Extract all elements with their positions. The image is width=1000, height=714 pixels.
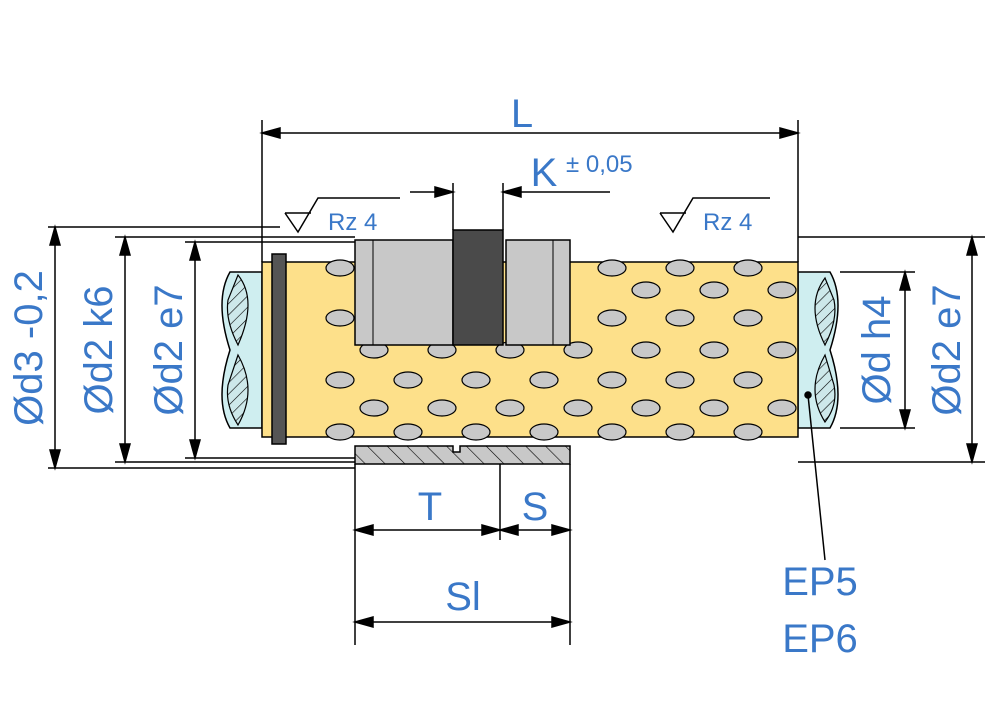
label-K: K (531, 151, 558, 195)
ball (767, 399, 797, 417)
shaft-right (797, 271, 839, 429)
label-L: L (511, 92, 533, 136)
ball (597, 371, 627, 389)
ball (529, 371, 559, 389)
ball (427, 399, 457, 417)
ball (325, 371, 355, 389)
label-Sl: Sl (445, 575, 481, 619)
ball (529, 423, 559, 441)
retaining-ring-left (271, 253, 287, 445)
label-d3: Ød3 -0,2 (7, 270, 51, 426)
seal-ring (452, 229, 504, 346)
ball (665, 371, 695, 389)
ball (461, 423, 491, 441)
ball (733, 309, 763, 327)
variant-EP6: EP6 (782, 617, 858, 661)
ball (665, 309, 695, 327)
ball (631, 281, 661, 299)
shaft-left (221, 271, 263, 429)
label-d-h4: Ød h4 (855, 296, 899, 405)
ball (563, 341, 593, 359)
variant-EP5: EP5 (782, 560, 858, 604)
ball (325, 259, 355, 277)
dimension-lines (48, 120, 985, 645)
ball (665, 423, 695, 441)
ball (733, 259, 763, 277)
balls (325, 259, 797, 441)
ball (325, 309, 355, 327)
ball (393, 423, 423, 441)
label-d2-k6: Ød2 k6 (77, 286, 121, 415)
ball (699, 399, 729, 417)
ball (597, 309, 627, 327)
ball (733, 423, 763, 441)
ball (597, 259, 627, 277)
ball (699, 281, 729, 299)
ball (733, 371, 763, 389)
label-K-tolerance: ± 0,05 (566, 151, 633, 178)
ball (495, 399, 525, 417)
ball (325, 423, 355, 441)
label-d2-e7-left: Ød2 e7 (147, 284, 191, 415)
surface-label-right: Rz 4 (703, 209, 752, 236)
ball (631, 399, 661, 417)
ball (767, 341, 797, 359)
ball (767, 281, 797, 299)
ball (563, 399, 593, 417)
ball (665, 259, 695, 277)
bushing-sleeve (354, 229, 571, 346)
label-d2-e7-right: Ød2 e7 (925, 284, 969, 415)
surface-label-left: Rz 4 (328, 209, 377, 236)
bushing-sleeve-bottom (354, 445, 571, 465)
ball (699, 341, 729, 359)
ball (597, 423, 627, 441)
label-T: T (418, 485, 442, 529)
ball (461, 371, 491, 389)
label-S: S (522, 485, 549, 529)
ball (359, 399, 389, 417)
ball (631, 341, 661, 359)
ball (393, 371, 423, 389)
